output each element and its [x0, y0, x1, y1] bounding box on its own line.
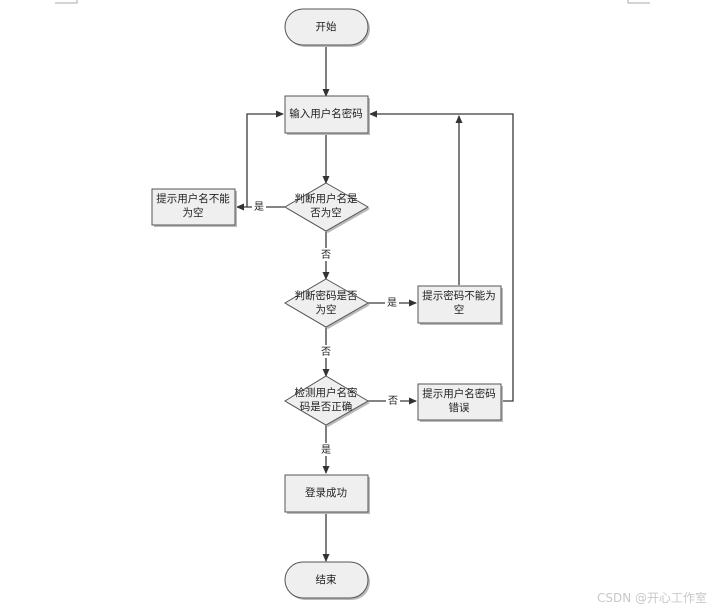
warn-password-empty-node: 提示密码不能为 空 — [417, 285, 503, 325]
check-username-decision: 判断用户名是 否为空 — [284, 182, 370, 233]
edge-label-username-yes: 是 — [254, 201, 264, 213]
warn-credentials-wrong-node: 提示用户名密码 错误 — [417, 383, 503, 422]
login-success-node: 登录成功 — [284, 474, 370, 514]
start-node: 开始 — [284, 8, 370, 47]
page-corner-right — [627, 0, 650, 4]
start-label: 开始 — [316, 20, 337, 33]
verify-line2: 码是否正确 — [300, 400, 353, 413]
warn-password-line2: 空 — [454, 303, 465, 316]
edge-label-password-no: 否 — [321, 346, 331, 358]
check-username-line1: 判断用户名是 — [295, 192, 358, 205]
warn-username-empty-node: 提示用户名不能 为空 — [151, 188, 237, 227]
login-success-label: 登录成功 — [305, 486, 347, 499]
edge-label-verify-no: 否 — [388, 395, 398, 407]
watermark: CSDN @开心工作室 — [596, 591, 707, 605]
edge-warn-username-to-input — [246, 110, 284, 207]
warn-wrong-line1: 提示用户名密码 — [422, 387, 496, 400]
edge-label-username-no: 否 — [321, 249, 331, 261]
check-username-line2: 否为空 — [310, 206, 342, 219]
verify-line1: 检测用户名密 — [295, 386, 358, 399]
end-node: 结束 — [284, 561, 370, 600]
check-password-decision: 判断密码是否 为空 — [284, 278, 370, 329]
check-password-line1: 判断密码是否 — [295, 289, 358, 302]
page-corner-left — [55, 0, 78, 4]
input-credentials-label: 输入用户名密码 — [289, 107, 363, 120]
verify-credentials-decision: 检测用户名密 码是否正确 — [284, 375, 370, 427]
check-password-line2: 为空 — [316, 303, 337, 316]
edge-label-password-yes: 是 — [387, 297, 397, 309]
warn-password-line1: 提示密码不能为 — [422, 289, 496, 302]
edge-warn-wrong-to-input — [369, 110, 514, 402]
edge-label-verify-yes: 是 — [321, 444, 331, 456]
warn-wrong-line2: 错误 — [449, 401, 470, 414]
edge-labels: 是 否 是 否 否 是 — [252, 200, 400, 456]
warn-username-line1: 提示用户名不能 — [156, 192, 230, 205]
warn-username-line2: 为空 — [183, 206, 204, 219]
input-credentials-node: 输入用户名密码 — [284, 95, 370, 135]
end-label: 结束 — [316, 573, 337, 586]
